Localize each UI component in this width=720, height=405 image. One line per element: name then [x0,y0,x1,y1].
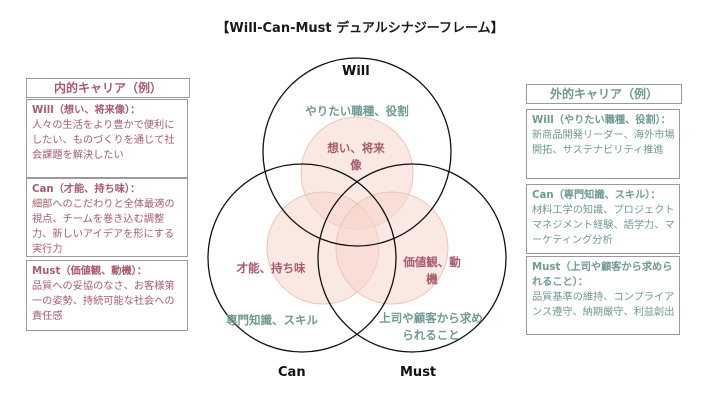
outer-circle-will [262,57,452,247]
outer-will-label: やりたい職種、役割 [305,104,409,118]
can-title: Can [278,365,306,380]
external-can-box: Can（専門知識、スキル）： 材料工学の知識、プロジェクトマネジメント経験、語学… [526,184,680,254]
internal-can-box: Can（才能、持ち味）： 細部へのこだわりと全体最適の視点、チームを巻き込む調整… [26,178,188,257]
internal-must-box: Must（価値観、動機）： 品質への妥協のなさ、お客様第一の姿勢、持続可能な社会… [26,260,188,331]
inner-circles [266,116,449,305]
internal-will-text: 人々の生活をより豊かで便利にしたい、ものづくりを通じて社会課題を解決したい [32,120,175,161]
external-will-box: Will（やりたい職種、役割）： 新商品開発リーダー、海外市場開拓、サステナビリ… [526,109,680,179]
external-can-label: Can（専門知識、スキル）： [532,190,661,201]
will-title: Will [342,64,370,79]
page-title: 【Will-Can-Must デュアルシナジーフレーム】 [216,21,504,36]
internal-career-heading: 内的キャリア（例） [26,78,190,98]
internal-must-text: 品質への妥協のなさ、お客様第一の姿勢、持続可能な社会への責任感 [32,281,175,322]
internal-will-label: Will（想い、将来像）： [32,105,141,116]
external-must-label: Must（上司や顧客から求められること）： [532,262,673,288]
internal-will-box: Will（想い、将来像）： 人々の生活をより豊かで便利にしたい、ものづくりを通じ… [26,99,188,178]
outer-circle-can [207,163,397,353]
external-must-text: 品質基準の維持、コンプライアンス遵守、納期厳守、利益創出 [532,292,675,318]
external-will-label: Will（やりたい職種、役割）： [532,115,671,126]
outer-circles [207,57,507,353]
outer-must-label: 上司や顧客から求められること [379,311,483,342]
inner-circle-must [335,191,449,305]
external-can-text: 材料工学の知識、プロジェクトマネジメント経験、語学力、マーケティング分析 [532,205,675,246]
inner-can-label: 才能、持ち味 [236,261,306,275]
internal-can-label: Can（才能、持ち味）： [32,184,141,195]
internal-must-label: Must（価値観、動機）： [32,266,147,277]
internal-can-text: 細部へのこだわりと全体最適の視点、チームを巻き込む調整力、新しいアイデアを形にす… [32,199,175,255]
outer-circle-must [317,163,507,353]
external-career-heading: 外的キャリア（例） [526,84,682,104]
inner-must-label: 価値観、動機 [403,255,461,286]
external-will-text: 新商品開発リーダー、海外市場開拓、サステナビリティ推進 [532,130,675,156]
must-title: Must [400,365,437,380]
outer-can-label: 専門知識、スキル [226,313,318,327]
external-must-box: Must（上司や顧客から求められること）： 品質基準の維持、コンプライアンス遵守… [526,256,680,335]
inner-will-label: 想い、将来像 [327,141,385,172]
